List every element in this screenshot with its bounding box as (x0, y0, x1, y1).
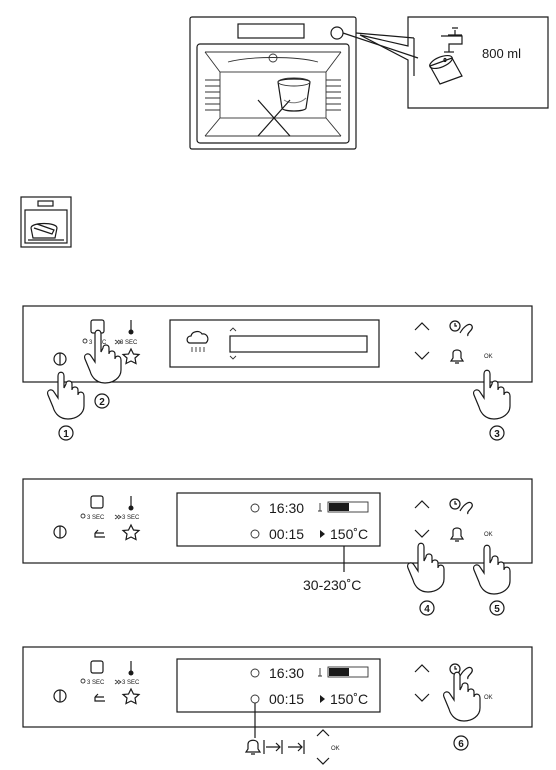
duration-icon (250, 694, 260, 704)
display-screen: 16:30 00:15 150˚C (176, 658, 381, 713)
play-triangle-icon (320, 530, 325, 538)
steam-cooking-function-icon (20, 196, 72, 248)
hand-pointer-icon-3 (473, 369, 511, 420)
favourite-star-icon[interactable] (121, 523, 141, 541)
hand-pointer-icon-4 (407, 542, 445, 593)
hand-pointer-icon-5 (473, 544, 511, 595)
light-hint-text: 3 SEC (87, 515, 105, 521)
ok-button[interactable]: OK (484, 695, 493, 701)
down-arrow-button[interactable] (414, 351, 430, 360)
hand-pointer-icon-1 (47, 371, 85, 420)
thermometer-icon (128, 661, 134, 676)
temperature-range-text: 30-230˚C (303, 577, 361, 593)
play-triangle-icon (320, 695, 325, 703)
end-time-function-icon (288, 740, 305, 754)
fast-heat-icon (114, 339, 122, 345)
duration-function-icon (263, 740, 283, 754)
on-off-icon[interactable] (53, 352, 67, 366)
bell-icon (244, 739, 262, 755)
favourite-star-icon[interactable] (121, 687, 141, 705)
sun-icon (80, 513, 86, 519)
heat-up-indicator (318, 501, 369, 513)
step-badge-1: 1 (58, 425, 74, 441)
back-arrow-button[interactable] (94, 529, 105, 538)
step-badge-4: 4 (419, 600, 435, 616)
thermometer-icon (128, 320, 134, 335)
ok-button[interactable]: OK (484, 354, 493, 360)
display-screen (169, 319, 380, 368)
clock-icon (250, 503, 260, 513)
favourite-star-icon[interactable] (121, 347, 141, 365)
sun-icon (82, 338, 88, 344)
seq-ok-text: OK (331, 746, 340, 752)
bell-icon[interactable] (449, 349, 465, 364)
light-button[interactable] (90, 660, 104, 674)
bell-icon[interactable] (449, 527, 465, 542)
measuring-cup-icon (429, 54, 463, 85)
steam-icon (186, 330, 209, 352)
temp-hint-text: 3 SEC (122, 680, 140, 686)
clock-time-text: 16:30 (269, 500, 304, 516)
duration-time-text: 00:15 (269, 691, 304, 707)
water-callout (359, 16, 549, 109)
clock-icon (250, 668, 260, 678)
up-arrow-button[interactable] (414, 664, 430, 673)
temperature-text: 150˚C (330, 526, 368, 542)
thermometer-icon (128, 496, 134, 511)
svg-text:3: 3 (494, 429, 500, 440)
heat-up-indicator (318, 666, 369, 678)
timer-clock-icon[interactable] (449, 320, 473, 337)
timer-clock-icon[interactable] (449, 663, 473, 680)
step-badge-5: 5 (489, 600, 505, 616)
step-badge-6: 6 (453, 735, 469, 751)
temp-hint-text: 3 SEC (122, 515, 140, 521)
step-badge-3: 3 (489, 425, 505, 441)
step-badge-2: 2 (94, 393, 110, 409)
svg-text:5: 5 (494, 604, 500, 615)
water-volume-text: 800 ml (482, 46, 521, 61)
display-screen: 16:30 00:15 150˚C (176, 492, 381, 547)
temperature-text: 150˚C (330, 691, 368, 707)
down-arrow-button[interactable] (414, 529, 430, 538)
up-arrow-button[interactable] (414, 322, 430, 331)
back-arrow-button[interactable] (94, 693, 105, 702)
sun-icon (80, 678, 86, 684)
light-hint-text: 3 SEC (87, 680, 105, 686)
fast-heat-icon (114, 679, 122, 685)
up-arrow-icon (316, 729, 330, 737)
timer-clock-icon[interactable] (449, 498, 473, 515)
temp-hint-text: 3 SEC (120, 340, 138, 346)
up-arrow-button[interactable] (414, 500, 430, 509)
svg-text:2: 2 (99, 397, 105, 408)
hand-pointer-icon-6 (443, 671, 481, 722)
control-panel-2: 3 SEC 3 SEC 16:30 00:15 150˚C (22, 478, 533, 572)
down-arrow-icon (316, 757, 330, 765)
svg-text:6: 6 (458, 739, 464, 750)
duration-time-text: 00:15 (269, 526, 304, 542)
light-button[interactable] (90, 495, 104, 509)
duration-icon (250, 529, 260, 539)
setting-sequence: OK (244, 729, 340, 765)
fast-heat-icon (114, 514, 122, 520)
down-arrow-button[interactable] (414, 693, 430, 702)
control-panel-3: 3 SEC 3 SEC 16:30 00:15 150˚C (22, 646, 533, 738)
ok-button[interactable]: OK (484, 532, 493, 538)
on-off-icon[interactable] (53, 525, 67, 539)
svg-text:4: 4 (424, 604, 430, 615)
on-off-icon[interactable] (53, 689, 67, 703)
svg-text:1: 1 (63, 429, 69, 440)
hand-pointer-icon-2 (84, 329, 122, 384)
oven-illustration (189, 16, 357, 150)
clock-time-text: 16:30 (269, 665, 304, 681)
